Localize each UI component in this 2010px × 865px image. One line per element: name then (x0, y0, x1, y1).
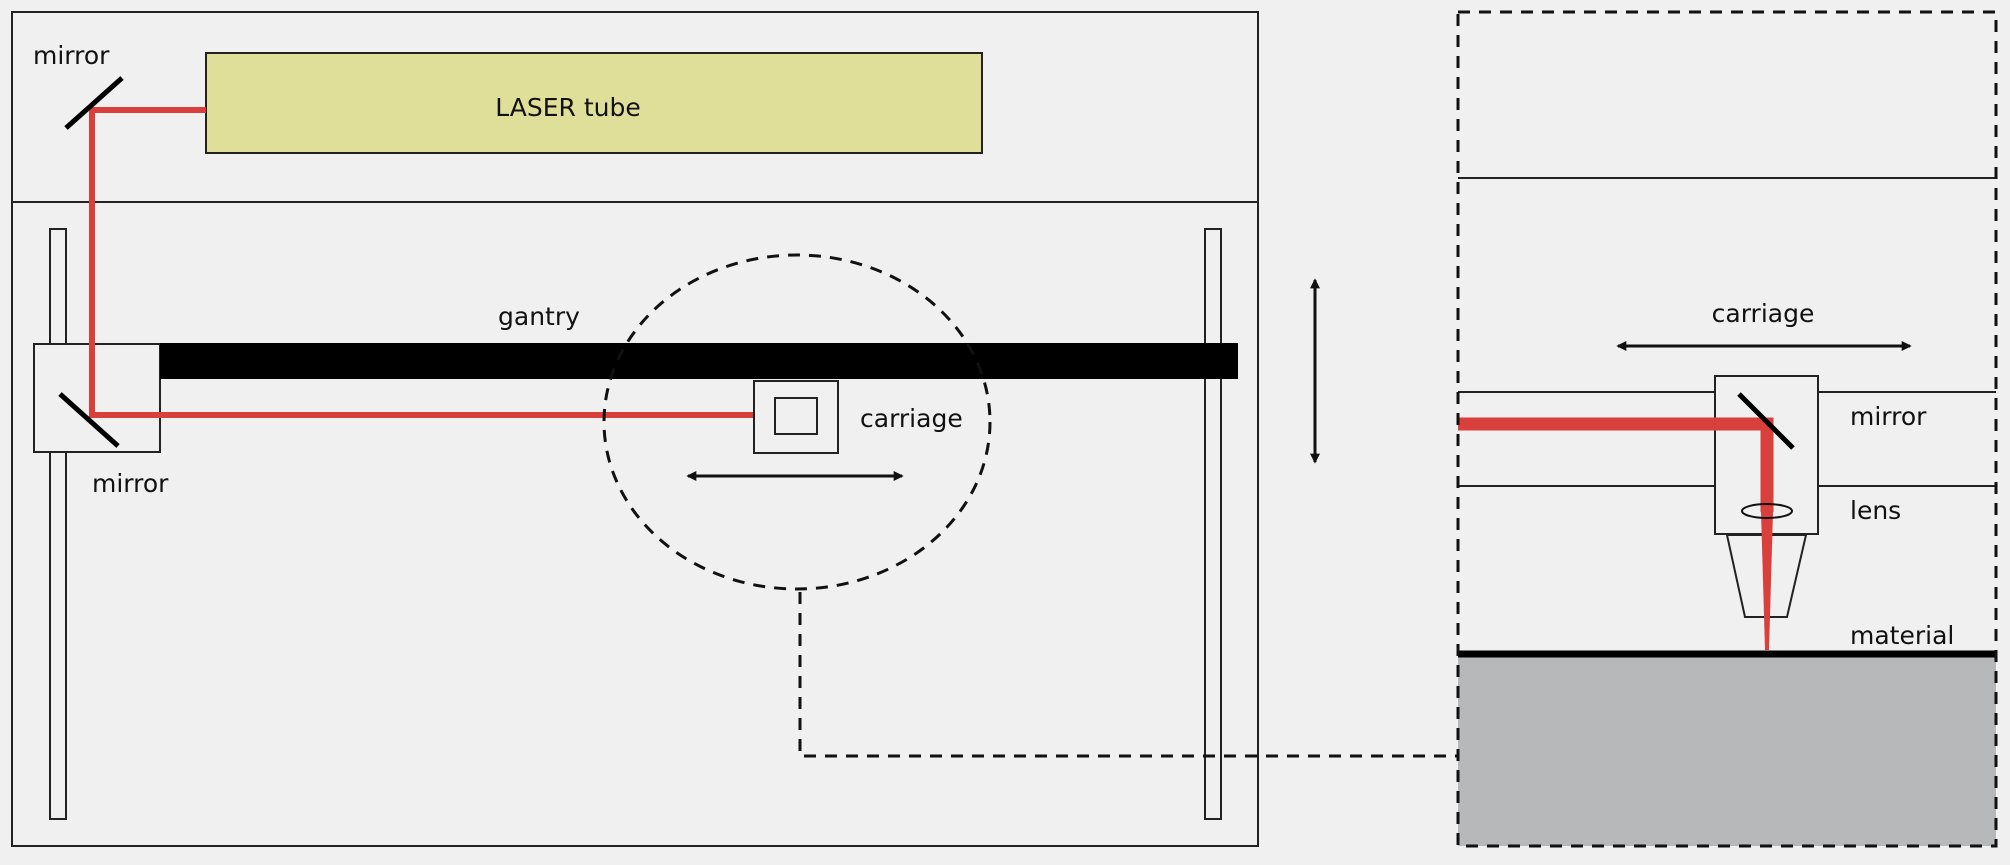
gantry-label: gantry (498, 302, 580, 331)
right-rail (1204, 228, 1222, 820)
detail-zoom-circle (602, 253, 992, 591)
carriage-label: carriage (860, 404, 963, 433)
gantry-bar (160, 343, 1238, 379)
carriage-detail-view: material carriage mirror lens (1456, 10, 1998, 848)
left-rail (49, 228, 67, 820)
laser-tube (205, 52, 983, 154)
gantry-mirror-label: mirror (92, 469, 169, 498)
detail-panel-border (1456, 10, 1998, 848)
carriage-inner (774, 397, 818, 435)
top-mirror (64, 76, 124, 130)
gantry-mirror-housing (33, 343, 161, 453)
material-bed (1458, 656, 1996, 846)
machine-top-view: LASER tube gantry mirror mirror carriage (11, 11, 1259, 847)
gantry-mirror (58, 392, 120, 448)
top-mirror-label: mirror (33, 41, 110, 70)
laser-tube-label: LASER tube (495, 93, 640, 122)
laser-beam-path (89, 107, 781, 418)
detail-mirror (1737, 392, 1795, 450)
carriage-outer (753, 380, 839, 454)
material-label: material (1850, 621, 1954, 650)
mirror-detail-label: mirror (1850, 402, 1927, 431)
carriage-detail-label: carriage (1712, 299, 1815, 328)
lens-detail-label: lens (1850, 496, 1901, 525)
detail-lens (1741, 503, 1793, 519)
focused-beam (1761, 512, 1773, 650)
